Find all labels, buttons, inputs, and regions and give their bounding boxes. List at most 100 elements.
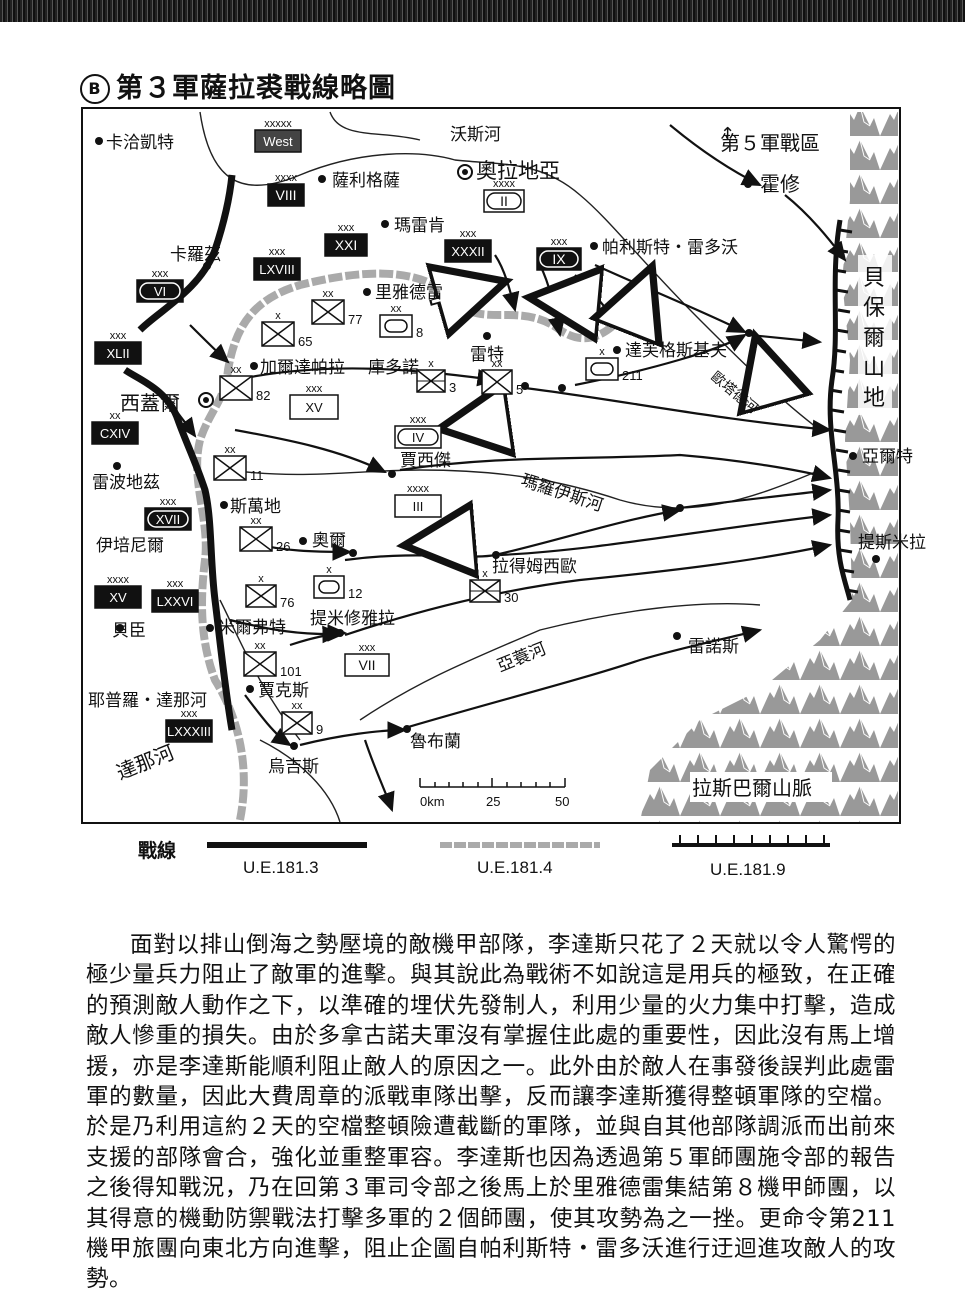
unit-box [344,653,390,677]
armor-oval-icon [539,250,579,268]
place-oraldia: 奧拉地亞 [476,159,560,183]
unit-name: XXI [335,237,358,253]
unit-name: 9 [316,722,323,737]
unit-echelon: xxx [551,236,568,248]
unit-echelon: xx [225,444,237,456]
place-wujisi: 烏吉斯 [268,757,319,777]
infantry-cross-icon [219,375,253,401]
unit-echelon: xx [251,515,263,527]
place-beibaoer-vertical: 貝 保 爾 山 地 [863,266,885,411]
unit-echelon: xx [492,358,504,370]
unit-echelon: xxx [181,708,198,720]
unit-box [94,341,142,365]
place-miersfute: 米爾弗特 [218,618,286,638]
legend-label-181-3: U.E.181.3 [243,858,319,877]
place-lubulan: 魯布蘭 [410,732,461,752]
place-xigaier: 西蓋爾 [120,391,180,415]
unit-name: VIII [275,187,296,203]
infantry-cross-icon [481,369,513,395]
unit-echelon: xxx [306,383,323,395]
beibaoer-char-4: 山 [863,356,885,381]
place-dazhefu: 達芙格斯基夫 [625,341,727,361]
unit-d76: x76 [245,573,294,610]
unit-echelon: x [599,346,605,358]
unit-name: 8 [416,325,423,340]
place-aoer: 奧爾 [312,531,346,551]
body-paragraph: 面對以排山倒海之勢壓境的敵機甲部隊，李達斯只花了２天就以令人驚愕的極少量兵力阻止… [86,932,896,1293]
unit-box [394,494,442,518]
unit-name: 101 [280,664,302,679]
scale-unit: 0km [420,794,445,809]
unit-name: IX [552,251,566,267]
unit-box [151,589,199,613]
place-leite: 雷特 [470,345,504,365]
unit-name: LXXVI [157,594,194,609]
battle-map: 卡洽凱特 薩利格薩 奧拉地亞 霍修 第５軍戰區 瑪雷肯 卡羅茲 帕利斯特・雷多沃… [81,107,926,848]
beibaoer-char-2: 保 [863,296,885,321]
armor-oval-icon [397,428,439,446]
infantry-cross-icon [281,711,313,735]
infantry-cross-icon [213,455,247,481]
beibaoer-char-5: 地 [863,386,885,411]
unit-echelon: xxx [269,246,286,258]
unit-name: 11 [250,468,264,483]
place-kazhekai: 卡洽凱特 [106,133,174,153]
unit-d12: x12 [313,564,362,601]
unit-name: CXIV [100,426,131,441]
unit-box [91,421,139,445]
beibaoer-char-3: 爾 [863,326,885,351]
unit-name: 30 [504,590,518,605]
unit-d11: xx 11 [213,444,264,483]
place-lademu: 拉得姆西歐 [492,557,577,577]
unit-box [253,257,301,281]
unit-echelon: xx [323,288,335,300]
unit-box [94,585,142,609]
unit-name: XV [305,400,323,415]
unit-d5: xx 5 [481,358,523,397]
place-kuduonuo: 庫多諾 [368,358,419,378]
unit-name: LXXXIII [167,724,211,739]
legend-ticks [679,835,825,845]
unit-name: VII [358,657,375,673]
unit-echelon: x [275,310,281,322]
front-line-181-3 [123,367,236,731]
unit-name: XXXII [451,244,484,259]
place-jiakesi: 賈克斯 [258,681,309,701]
unit-echelon: xxx [110,330,127,342]
unit-d65: x65 [261,310,312,349]
unit-box [289,394,339,420]
place-leinuosi: 雷諾斯 [688,637,739,657]
unit-d8: xx8 [379,303,423,340]
unit-name: III [413,499,424,514]
unit-name: 5 [516,382,523,397]
place-timixiuyala: 提米修雅拉 [310,609,395,629]
place-liyadelei: 里雅德雷 [375,283,443,303]
place-huoxiu: 霍修 [760,172,800,196]
armor-oval-icon [147,510,189,528]
unit-name: 12 [348,586,362,601]
unit-name: 211 [622,368,643,383]
place-leiboci: 雷波地茲 [92,473,160,493]
infantry-cross-icon [245,584,277,608]
place-salika: 薩利格薩 [332,171,400,191]
mountain-area [640,112,898,822]
unit-name: LXVIII [259,262,294,277]
beibaoer-char-1: 貝 [863,266,885,291]
unit-d30: x30 [469,568,518,605]
section-marker: B [80,74,110,104]
armor-oval-icon [486,192,522,210]
